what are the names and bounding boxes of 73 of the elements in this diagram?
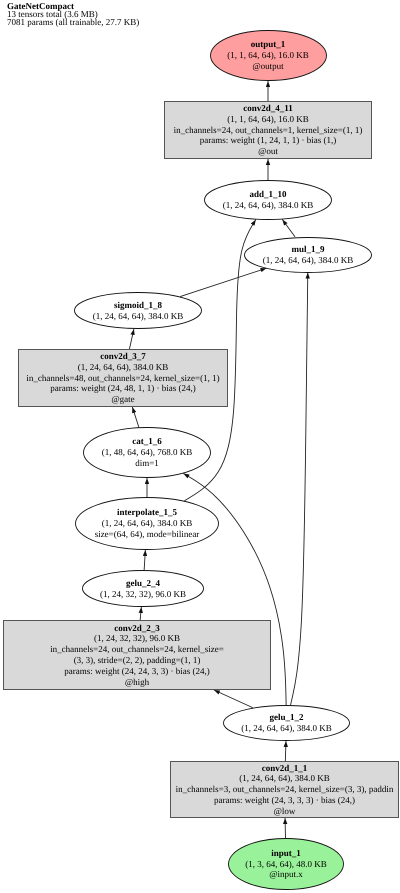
arrow: [142, 550, 148, 570]
graph-summary: 7081 params (all trainable, 27.7 KB): [7, 18, 140, 26]
layer-box: [164, 101, 372, 159]
arrow: [266, 80, 270, 102]
arrow: [214, 690, 254, 708]
arrow: [144, 478, 150, 498]
arrow: [284, 740, 288, 762]
arrow: [180, 268, 267, 298]
node-info: (1, 24, 64, 64), 384.0 KB: [262, 254, 354, 266]
graph-title: GateNetCompact: [7, 2, 74, 10]
node-title: conv2d_3_7: [100, 351, 146, 362]
node-info: (1, 24, 64, 64), 384.0 KB: [241, 723, 332, 734]
operation-node: [204, 180, 332, 220]
operation-node: [244, 236, 372, 272]
node-info: (1, 24, 32, 32), 96.0 KB: [94, 633, 180, 644]
operation-node: [83, 427, 211, 478]
node-info: (1, 24, 32, 32), 96.0 KB: [100, 588, 186, 600]
node-info: params: weight (1, 24, 1, 1) · bias (1,): [200, 135, 336, 146]
node-title: gelu_2_4: [126, 578, 160, 588]
input-node: [228, 838, 344, 890]
node-info: in_channels=48, out_channels=24, kernel_size=(1, 1): [26, 372, 220, 384]
node-title: sigmoid_1_8: [114, 300, 162, 310]
output-node: [210, 30, 326, 81]
node-title: output_1: [250, 39, 286, 50]
layer-box: [170, 761, 399, 818]
node-info: @output: [252, 60, 284, 72]
node-info: (1, 48, 64, 64), 768.0 KB: [102, 447, 192, 458]
operation-node: [82, 570, 204, 607]
layer-box: [3, 620, 271, 690]
node-title: mul_1_9: [291, 244, 324, 254]
node-info: in_channels=24, out_channels=1, kernel_size=(1, 1): [174, 124, 362, 136]
operation-node: [74, 292, 202, 329]
node-info: (1, 24, 64, 64), 384.0 KB: [222, 200, 314, 211]
node-title: input_1: [271, 848, 301, 859]
node-info: @high: [124, 676, 150, 688]
arrow: [129, 328, 135, 350]
node-info: (1, 1, 64, 64), 16.0 KB: [227, 114, 309, 125]
node-title: add_1_10: [249, 189, 286, 200]
node-info: in_channels=24, out_channels=24, kernel_size=(3, 3), stride=(2, 2), padding=(1, 1): [49, 644, 225, 666]
node-info: @gate: [111, 394, 135, 405]
arrow: [266, 158, 270, 180]
arrow: [283, 818, 288, 838]
node-title: cat_1_6: [132, 436, 162, 448]
node-info: (1, 24, 64, 64), 384.0 KB: [78, 362, 168, 373]
arrow: [290, 272, 310, 706]
layer-box: [18, 349, 228, 407]
node-title: conv2d_1_1: [262, 762, 308, 774]
graph-summary: 13 tensors total (3.6 MB): [7, 10, 98, 18]
node-title: interpolate_1_5: [117, 507, 177, 518]
operation-node: [75, 497, 219, 550]
arrow: [138, 606, 143, 620]
node-info: params: weight (24, 3, 3, 3) · bias (24,): [214, 794, 355, 806]
arrow: [182, 473, 287, 706]
arrow: [282, 219, 296, 238]
node-info: (1, 3, 64, 64), 48.0 KB: [245, 858, 327, 870]
node-info: @low: [274, 806, 296, 816]
node-info: @input.x: [269, 869, 303, 880]
node-info: in_channels=3, out_channels=24, kernel_size=(3, 3), paddin: [176, 784, 394, 795]
node-title: gelu_1_2: [269, 712, 304, 723]
node-info: (1, 1, 64, 64), 16.0 KB: [227, 50, 309, 61]
node-title: conv2d_2_3: [114, 622, 160, 634]
node-info: dim=1: [135, 458, 159, 469]
node-info: params: weight (24, 48, 1, 1) · bias (24,): [50, 383, 196, 394]
operation-node: [223, 705, 350, 741]
node-info: (1, 24, 64, 64), 384.0 KB: [102, 518, 192, 529]
node-info: size=(64, 64), mode=bilinear: [94, 528, 200, 540]
node-title: conv2d_4_11: [243, 103, 293, 114]
arrow: [184, 219, 256, 502]
node-info: @out: [258, 146, 278, 157]
node-info: (1, 24, 64, 64), 384.0 KB: [239, 773, 330, 784]
node-info: params: weight (24, 24, 3, 3) · bias (24,): [64, 666, 210, 677]
node-info: (1, 24, 64, 64), 384.0 KB: [92, 310, 184, 322]
arrow: [132, 406, 140, 428]
